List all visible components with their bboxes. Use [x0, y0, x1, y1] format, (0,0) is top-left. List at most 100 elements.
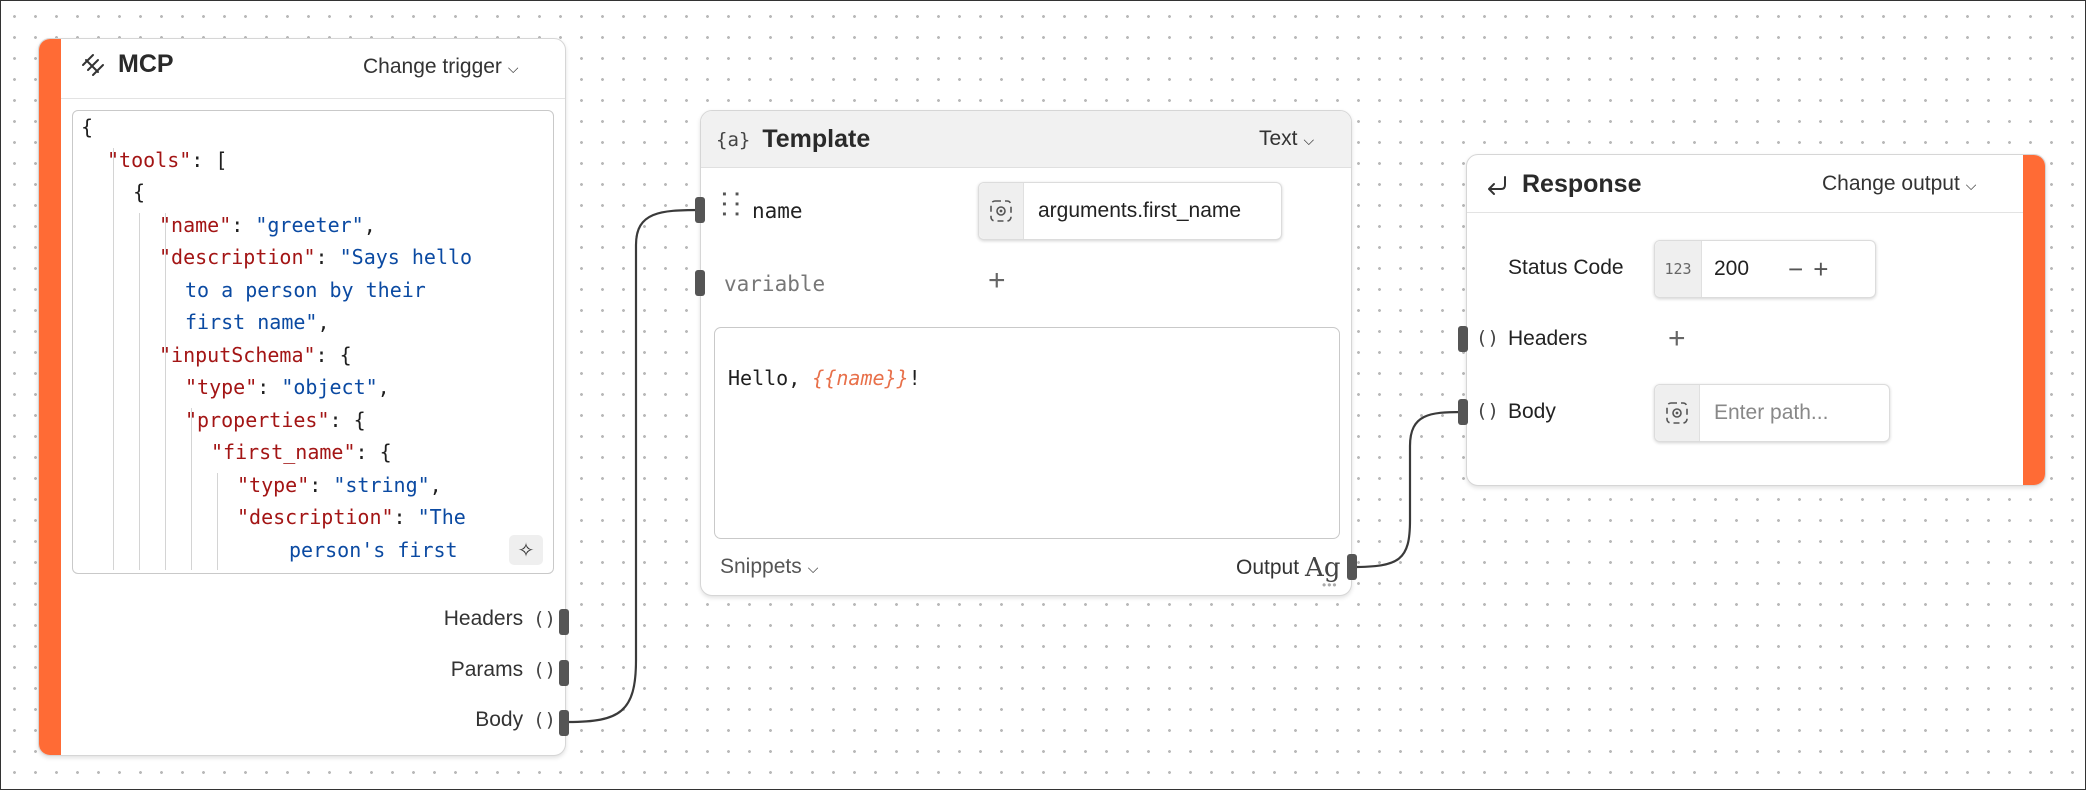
code-line: {: [133, 180, 145, 204]
change-output-dropdown[interactable]: Change output ⌵: [1822, 172, 1976, 196]
new-variable-input[interactable]: variable: [724, 272, 826, 296]
code-line: "description": "Says hello: [159, 245, 472, 269]
response-header: Response: [1484, 170, 1641, 199]
node-title: Template: [762, 125, 871, 153]
code-line: "properties": {: [185, 408, 366, 432]
output-handle-template[interactable]: [1347, 554, 1357, 580]
indent-guide: [217, 472, 218, 570]
node-accent-bar: [2023, 155, 2045, 485]
braces-icon: {a}: [716, 128, 751, 151]
code-line: to a person by their: [185, 278, 426, 302]
header-divider: [61, 98, 565, 99]
dropdown-label: Text: [1259, 127, 1298, 150]
code-token: ,: [377, 375, 390, 399]
template-body-editor[interactable]: Hello, {{name}}!: [714, 327, 1340, 539]
chevron-down-icon: ⌵: [1965, 176, 1977, 193]
code-token: :: [231, 212, 256, 237]
dropdown-label: Snippets: [720, 555, 802, 578]
output-handle-params[interactable]: [559, 660, 569, 686]
body-path-input[interactable]: Enter path...: [1654, 384, 1890, 442]
code-line: "tools": [: [107, 148, 227, 172]
body-path-placeholder: Enter path...: [1714, 401, 1829, 424]
input-handle-headers[interactable]: [1458, 326, 1468, 352]
code-token: :: [393, 505, 418, 529]
code-token: to a person by their: [185, 277, 426, 302]
input-handle-variable[interactable]: [695, 270, 705, 296]
variable-value-chip[interactable]: arguments.first_name: [978, 182, 1282, 240]
code-token: "greeter": [255, 212, 364, 237]
text-type-icon: Ag: [1305, 553, 1341, 583]
template-text: Hello,: [728, 366, 813, 390]
input-handle-name[interactable]: [695, 197, 705, 223]
dropdown-label: Change trigger: [363, 55, 502, 78]
code-token: {: [81, 115, 94, 139]
code-token: : {: [355, 440, 392, 464]
output-handle-headers[interactable]: [559, 609, 569, 635]
drag-handle-icon[interactable]: ⠁⠁⠁⠁⠁⠁: [720, 191, 747, 233]
path-selector-icon: [1655, 385, 1700, 441]
add-variable-plus-icon[interactable]: +: [988, 264, 1006, 297]
input-handle-body[interactable]: [1458, 399, 1468, 425]
number-type-icon: 123: [1655, 241, 1702, 297]
chevron-down-icon: ⌵: [807, 559, 819, 576]
variable-value: arguments.first_name: [1038, 199, 1242, 222]
code-token: "first_name": [211, 440, 356, 464]
output-label: Params: [450, 658, 524, 681]
format-dropdown[interactable]: Text ⌵: [1259, 127, 1314, 151]
resize-grip-icon[interactable]: •••: [1322, 578, 1338, 592]
code-token: ,: [317, 310, 330, 334]
code-token: : {: [315, 342, 352, 367]
code-line: "first_name": {: [211, 440, 392, 464]
code-token: ,: [363, 212, 376, 237]
code-token: "description": [159, 245, 316, 269]
code-line: person's first: [289, 538, 458, 562]
template-header-bg: [701, 111, 1351, 168]
object-type-icon: (): [533, 659, 556, 681]
object-type-icon: (): [1476, 400, 1499, 422]
indent-guide: [165, 212, 166, 570]
decrement-minus-icon[interactable]: −: [1788, 253, 1804, 284]
output-handle-body[interactable]: [559, 710, 569, 736]
return-arrow-icon: [1484, 172, 1510, 198]
chevron-down-icon: ⌵: [1303, 131, 1315, 148]
status-code-value[interactable]: 200: [1714, 257, 1750, 280]
node-title: Response: [1522, 170, 1642, 198]
object-type-icon: (): [1476, 327, 1499, 349]
template-variable-token: {{name}}: [812, 366, 909, 390]
output-port-body: Body (): [475, 708, 556, 732]
indent-guide: [191, 407, 192, 570]
indent-guide: [139, 212, 140, 570]
schema-code-editor[interactable]: {"tools": [{"name": "greeter","descripti…: [72, 110, 554, 574]
node-title: MCP: [118, 50, 174, 78]
header-divider: [1467, 212, 2023, 213]
mcp-logo-icon: [80, 52, 106, 78]
object-type-icon: (): [533, 709, 556, 731]
code-token: "string": [333, 472, 430, 497]
code-line: "type": "object",: [185, 375, 390, 399]
path-selector-icon: [979, 183, 1024, 239]
increment-plus-icon[interactable]: +: [1813, 253, 1829, 284]
ai-assist-button[interactable]: ✧: [509, 535, 543, 565]
output-label: Body: [475, 708, 524, 731]
output-port-headers: Headers(): [444, 607, 556, 631]
code-token: "The: [417, 505, 466, 529]
code-token: :: [257, 375, 282, 399]
code-token: "tools": [107, 147, 192, 172]
code-token: "properties": [185, 407, 330, 432]
code-line: "description": "The: [237, 505, 466, 529]
change-trigger-dropdown[interactable]: Change trigger ⌵: [363, 55, 519, 79]
snippets-dropdown[interactable]: Snippets ⌵: [720, 555, 818, 579]
code-token: : [: [191, 147, 228, 172]
status-code-stepper[interactable]: 123 200 − +: [1654, 240, 1876, 298]
code-line: first name",: [185, 310, 330, 334]
dropdown-label: Change output: [1822, 172, 1960, 195]
headers-label: Headers: [1508, 327, 1588, 350]
chevron-down-icon: ⌵: [507, 59, 519, 76]
indent-guide: [113, 147, 114, 570]
body-label: Body: [1508, 400, 1556, 423]
add-header-plus-icon[interactable]: +: [1668, 322, 1686, 355]
output-port-params: Params (): [451, 658, 556, 682]
code-token: first name": [185, 310, 318, 334]
object-type-icon: (): [533, 608, 556, 630]
